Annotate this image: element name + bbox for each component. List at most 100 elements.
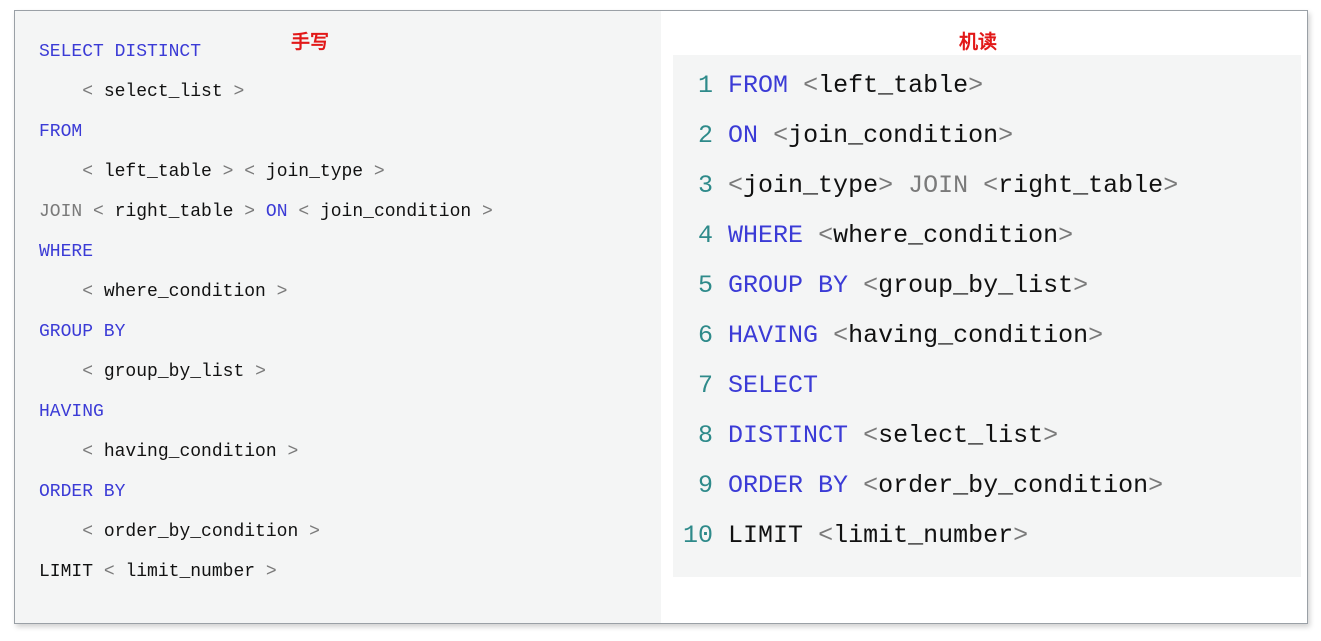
code-token: FROM — [39, 122, 83, 142]
machine-code-line: 3 <join_type> JOIN <right_table> — [683, 171, 1178, 201]
code-token — [39, 522, 82, 542]
code-token: having_condition — [93, 442, 288, 462]
code-token: join_condition — [788, 121, 999, 150]
code-token — [39, 82, 82, 102]
code-token: > — [1148, 471, 1164, 500]
handwritten-code-line: < left_table > < join_type > — [39, 161, 385, 183]
code-token — [758, 121, 773, 150]
code-token: > — [309, 522, 320, 542]
code-token: > — [878, 171, 894, 200]
code-token: < — [82, 362, 94, 382]
code-token: < — [93, 202, 104, 222]
code-token: SELECT DISTINCT — [39, 42, 202, 62]
code-token: SELECT — [728, 371, 819, 400]
code-token: WHERE — [39, 242, 94, 262]
code-token: < — [863, 471, 879, 500]
code-token: LIMIT — [728, 521, 804, 550]
code-token: > — [1088, 321, 1104, 350]
code-token: join_type — [743, 171, 879, 200]
code-token: FROM — [728, 71, 789, 100]
handwritten-code-line: GROUP BY — [39, 321, 125, 343]
code-token: join_type — [255, 162, 374, 182]
code-token: right_table — [103, 202, 245, 222]
code-token — [39, 442, 82, 462]
code-token: right_table — [998, 171, 1164, 200]
code-token — [39, 162, 82, 182]
code-token: < — [863, 271, 879, 300]
code-token: ORDER BY — [728, 471, 849, 500]
line-number: 4 — [683, 221, 714, 250]
code-token: > — [481, 202, 493, 222]
handwritten-code-line: FROM — [39, 121, 82, 143]
code-token: > — [276, 282, 288, 302]
code-token: ON — [728, 121, 759, 150]
handwritten-code-line: < order_by_condition > — [39, 521, 320, 543]
code-token: where_condition — [833, 221, 1059, 250]
handwritten-code-line: < select_list > — [39, 81, 244, 103]
handwritten-code-line: < group_by_list > — [39, 361, 266, 383]
code-token: HAVING — [728, 321, 819, 350]
code-token: > — [1043, 421, 1059, 450]
machine-code-line: 9 ORDER BY <order_by_condition> — [683, 471, 1163, 501]
code-token: limit_number — [833, 521, 1014, 550]
code-token: ON — [265, 202, 288, 222]
code-token: < — [82, 162, 94, 182]
machine-code-line: 4 WHERE <where_condition> — [683, 221, 1073, 251]
code-token: > — [1013, 521, 1029, 550]
handwritten-code-line: HAVING — [39, 401, 104, 423]
code-token: < — [863, 421, 879, 450]
code-token: < — [82, 442, 94, 462]
machine-code-line: 8 DISTINCT <select_list> — [683, 421, 1058, 451]
code-token: group_by_list — [878, 271, 1074, 300]
code-token: < — [298, 202, 310, 222]
code-token: > — [244, 202, 256, 222]
code-token — [39, 282, 82, 302]
line-number: 8 — [683, 421, 714, 450]
line-number: 2 — [683, 121, 714, 150]
handwritten-code-line: JOIN < right_table > ON < join_condition… — [39, 201, 493, 223]
code-token: < — [103, 562, 115, 582]
code-token: < — [773, 121, 789, 150]
code-token — [968, 171, 983, 200]
code-token: < — [818, 521, 834, 550]
code-token: DISTINCT — [728, 421, 849, 450]
code-token: > — [255, 362, 266, 382]
code-token — [893, 171, 908, 200]
code-token: ORDER BY — [39, 482, 126, 502]
code-token: WHERE — [728, 221, 804, 250]
code-token: select_list — [878, 421, 1044, 450]
handwritten-code-line: SELECT DISTINCT — [39, 41, 201, 63]
code-token: < — [818, 221, 834, 250]
handwritten-code-panel: SELECT DISTINCT < select_list > FROM < le… — [15, 11, 661, 623]
code-token: left_table — [93, 162, 223, 182]
code-token: < — [244, 162, 256, 182]
code-token: where_condition — [93, 282, 277, 302]
code-token: left_table — [818, 71, 969, 100]
machine-label: 机读 — [959, 31, 998, 53]
line-number: 3 — [683, 171, 714, 200]
code-token — [93, 562, 104, 582]
code-token: LIMIT — [39, 562, 94, 582]
machine-code-line: 1 FROM <left_table> — [683, 71, 983, 101]
line-number: 9 — [683, 471, 714, 500]
code-token: group_by_list — [93, 362, 256, 382]
code-token: JOIN — [39, 202, 83, 222]
code-token: < — [728, 171, 744, 200]
code-token — [39, 362, 82, 382]
code-token — [848, 471, 863, 500]
code-token: > — [265, 562, 277, 582]
machine-code-line: 5 GROUP BY <group_by_list> — [683, 271, 1088, 301]
code-token: > — [287, 442, 299, 462]
code-token: < — [983, 171, 999, 200]
code-token — [255, 202, 266, 222]
handwritten-code-line: < where_condition > — [39, 281, 287, 303]
code-token: > — [1058, 221, 1074, 250]
code-token — [848, 271, 863, 300]
code-token — [788, 71, 803, 100]
code-token: order_by_condition — [93, 522, 310, 542]
code-token: > — [1073, 271, 1089, 300]
machine-code-block: 1 FROM <left_table> 2 ON <join_condition… — [673, 55, 1301, 577]
code-token: > — [373, 162, 385, 182]
machine-code-line: 7 SELECT — [683, 371, 818, 401]
handwritten-code-line: < having_condition > — [39, 441, 298, 463]
